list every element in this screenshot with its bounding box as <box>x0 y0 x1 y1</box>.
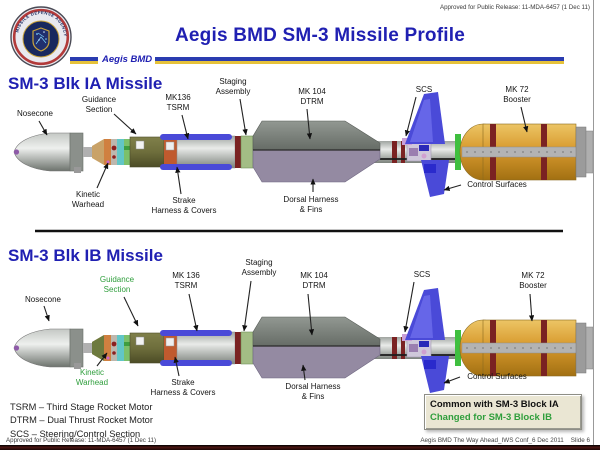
blk-ib-mk136-tsrm-arrow <box>188 293 199 332</box>
acronym-dtrm: DTRM – Dual Thrust Rocket Motor <box>10 415 153 426</box>
blk-ib-nosecone-arrow <box>43 305 50 322</box>
acronym-scs: SCS – Steering/Control Section <box>10 428 141 439</box>
banner-bar-right <box>155 57 564 64</box>
blk-ia-mk72-booster-arrow <box>520 106 529 133</box>
blk-ia-mk136-tsrm-arrow <box>181 114 190 140</box>
blk-ia-mk104-dtrm-arrow <box>306 108 313 140</box>
bottom-accent-bar <box>0 445 600 450</box>
callout-arrows <box>38 96 535 384</box>
footer-doc-info: Aegis BMD The Way Ahead_IWS Conf_6 Dec 2… <box>420 437 590 444</box>
mda-seal: MISSILE DEFENSE AGENCY <box>10 6 72 68</box>
legend-common-label: Common with SM-3 Block IA <box>430 399 559 410</box>
blk-ia-control-surfaces-arrow <box>443 184 462 191</box>
mda-seal-graphic: MISSILE DEFENSE AGENCY <box>10 6 72 68</box>
legend-changed-label: Changed for SM-3 Block IB <box>430 411 552 423</box>
section-title-blk-ib: SM-3 Blk IB Missile <box>8 246 163 265</box>
blk-ia-kinetic-warhead-arrow <box>96 162 109 189</box>
blk-ib-mk104-dtrm-arrow <box>307 293 315 336</box>
blk-ia-missile-graphic <box>12 91 594 198</box>
acronym-list: TSRM – Third Stage Rocket Motor DTRM – D… <box>10 401 153 441</box>
blk-ib-kw-cone-overlay <box>92 335 104 361</box>
blk-ia-staging-assembly-arrow <box>239 98 248 136</box>
slide-number: Slide 6 <box>570 437 590 444</box>
banner-bar-left <box>70 57 98 64</box>
footer-doc-ref: Aegis BMD The Way Ahead_IWS Conf_6 Dec 2… <box>420 437 564 444</box>
blk-ia-nosecone-arrow <box>38 120 48 136</box>
acronym-tsrm: TSRM – Third Stage Rocket Motor <box>10 402 153 412</box>
blk-ib-control-surfaces-arrow <box>443 376 461 384</box>
blk-ib-kinetic-warhead-arrow <box>96 352 108 367</box>
approval-text-top: Approved for Public Release: 11-MDA-6457… <box>439 4 590 11</box>
blk-ib-guidance-section-arrow <box>123 296 139 327</box>
slide-right-border <box>593 0 594 445</box>
blk-ib-staging-assembly-arrow <box>242 280 252 332</box>
blk-ia-scs-arrow <box>404 96 417 137</box>
blk-ia-guidance-section-arrow <box>113 113 137 135</box>
section-title-blk-ia: SM-3 Blk IA Missile <box>8 74 163 93</box>
blk-ia-strake-harness-covers-arrow <box>175 166 182 195</box>
page-title: Aegis BMD SM-3 Missile Profile <box>174 25 465 46</box>
legend-box: Common with SM-3 Block IA Changed for SM… <box>424 394 582 430</box>
blk-ib-strake-harness-covers-arrow <box>173 356 180 377</box>
blk-ib-dorsal-harness-fins-arrow <box>301 364 307 381</box>
blk-ib-scs-arrow <box>403 281 415 333</box>
blk-ib-mk72-booster-arrow <box>528 293 535 322</box>
approval-text-bottom: Approved for Public Release: 11-MDA-6457… <box>6 437 157 444</box>
banner-label: Aegis BMD <box>102 54 153 65</box>
